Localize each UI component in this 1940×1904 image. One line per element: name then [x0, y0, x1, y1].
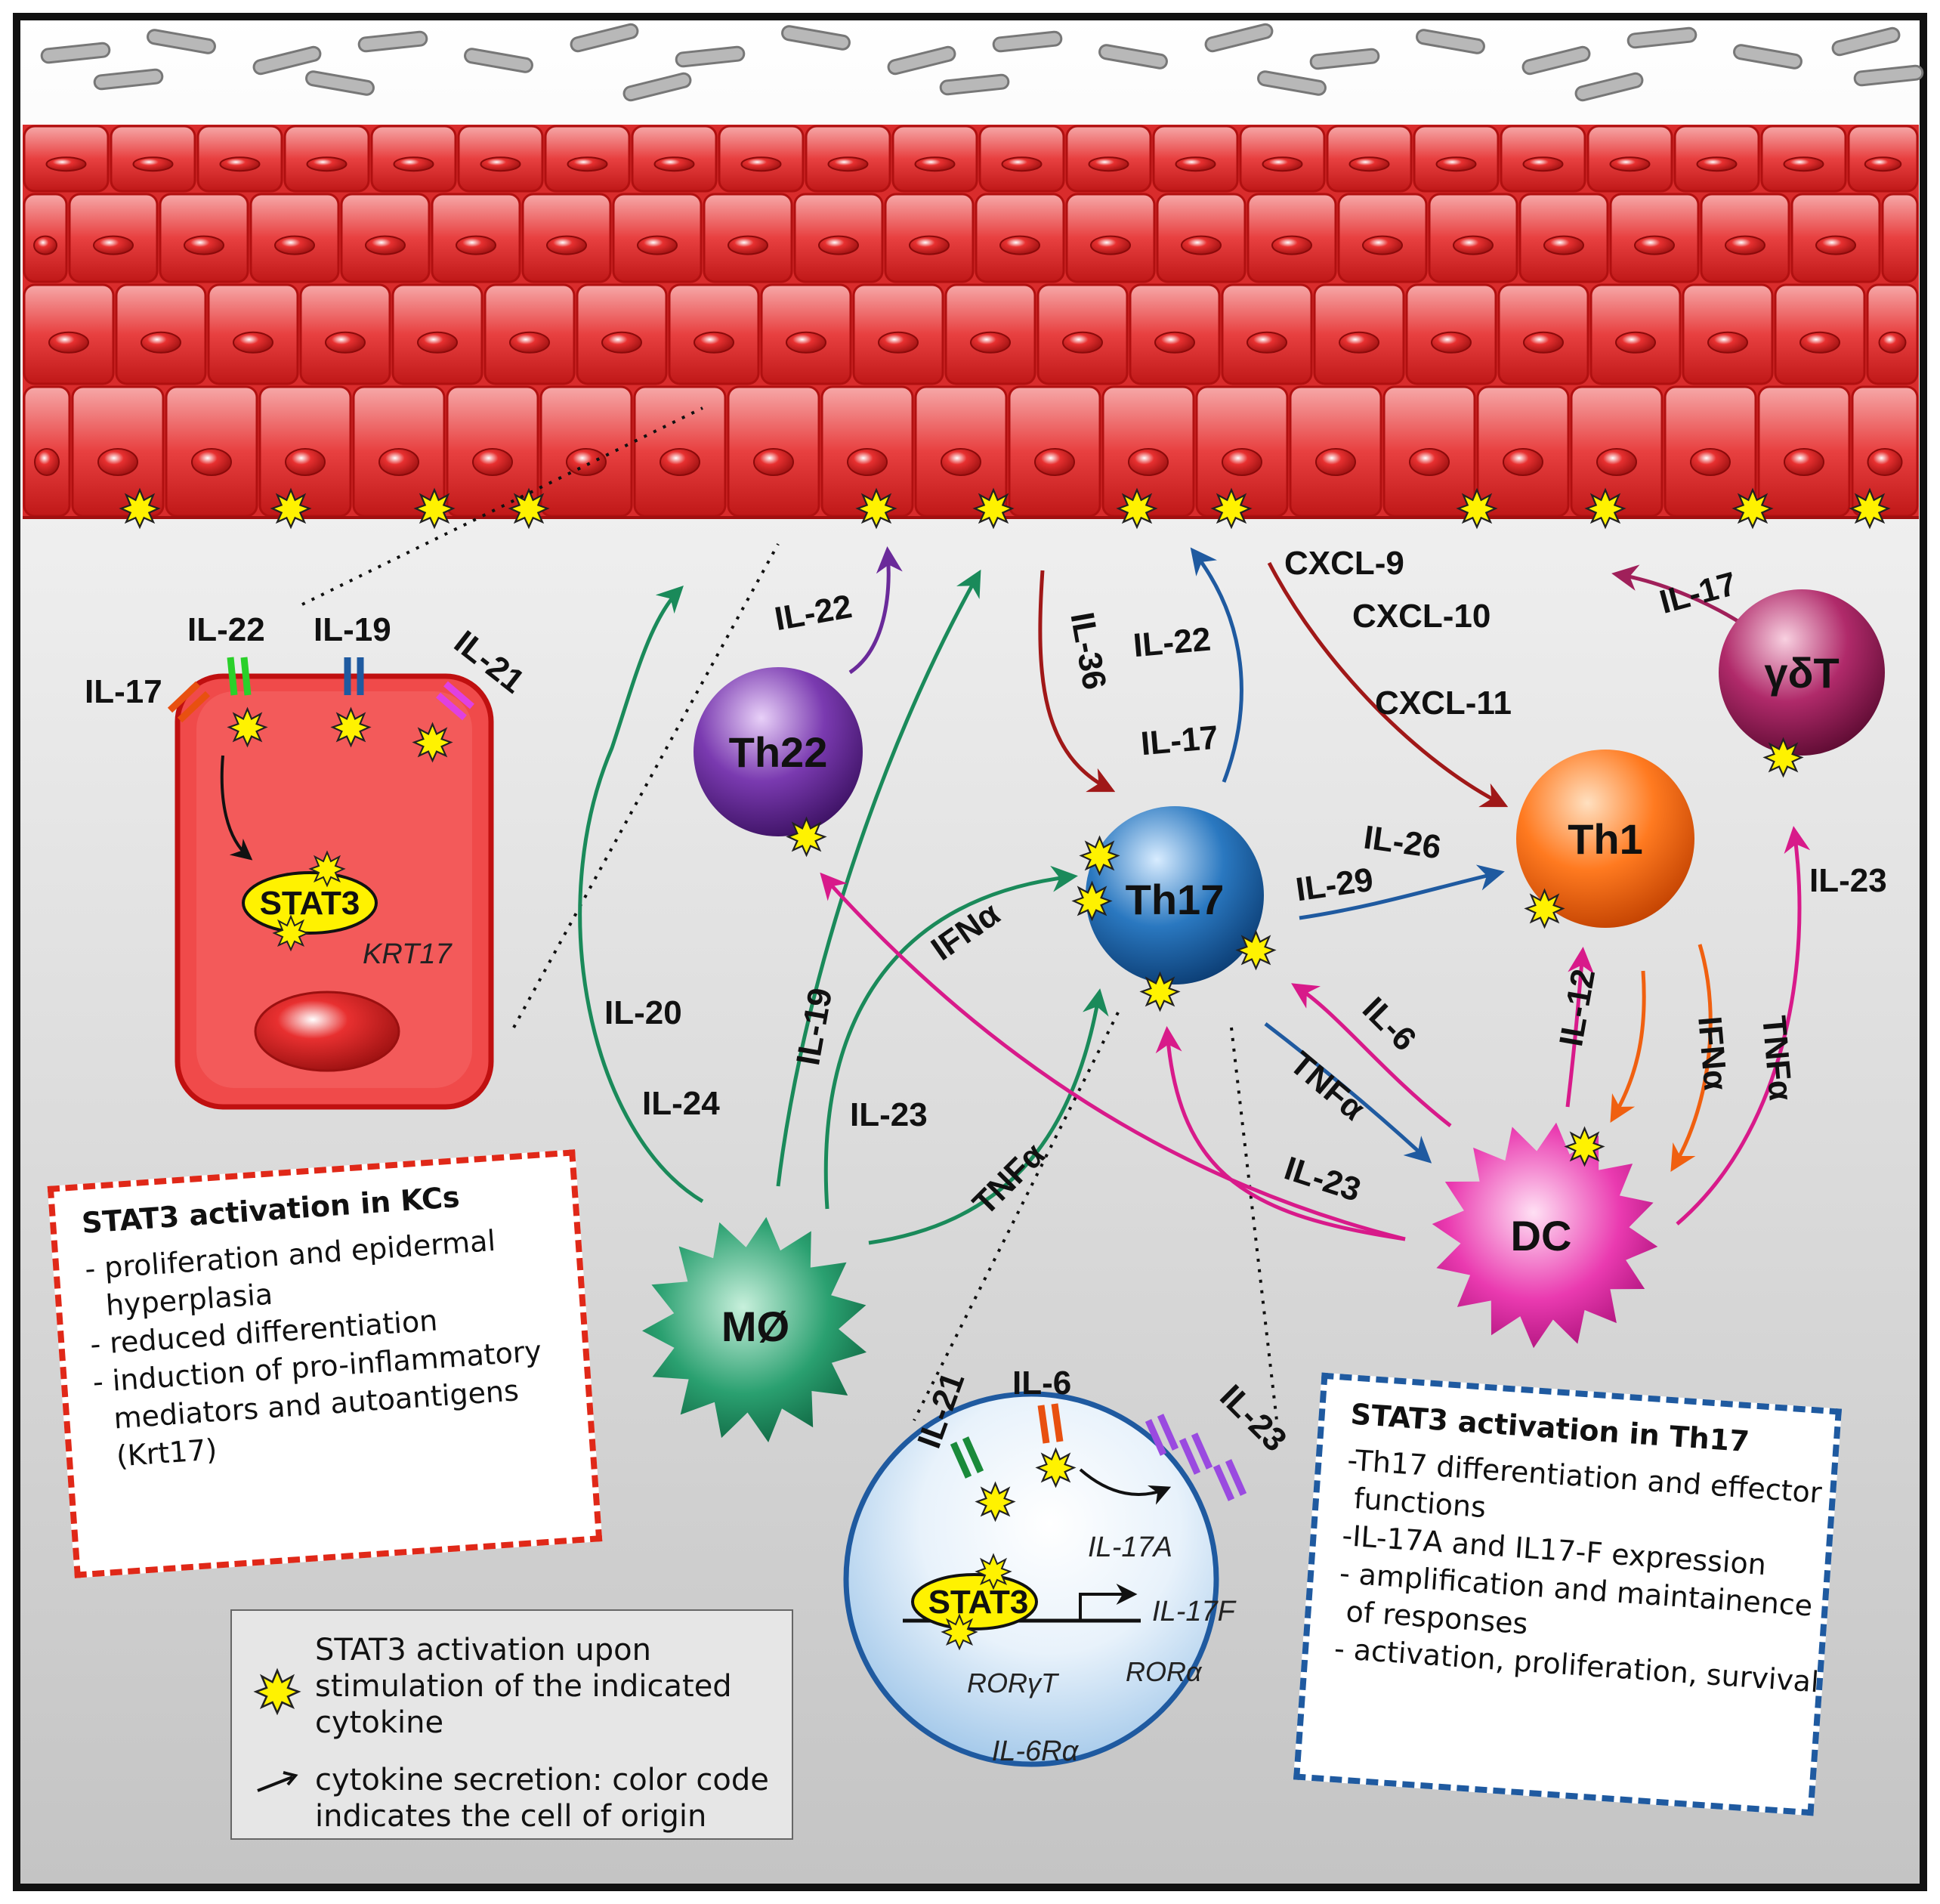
- krt17-label: KRT17: [363, 938, 453, 970]
- label-il17-th17: IL-17: [1139, 719, 1220, 762]
- kc-receptor-label: IL-22: [187, 611, 265, 648]
- label-cxcl9: CXCL-9: [1284, 545, 1404, 582]
- rorgt-label: RORγT: [967, 1668, 1060, 1698]
- cytokine-arrows: [578, 546, 1811, 1245]
- keratinocyte-detail: IL-17 IL-22 IL-19 IL-21 STAT3 KRT17: [85, 611, 531, 1110]
- kc-stat3-box: STAT3 activation in KCs - proliferation …: [47, 1149, 603, 1578]
- macrophage-label: MØ: [721, 1303, 789, 1350]
- kc-nucleus: [254, 991, 400, 1072]
- kc-receptor-label: IL-17: [85, 673, 162, 710]
- th17-receptor-label: IL-6: [1012, 1365, 1071, 1402]
- label-cxcl11: CXCL-11: [1375, 685, 1512, 722]
- il6ra-label: IL-6Rα: [992, 1736, 1080, 1767]
- th22-label: Th22: [729, 728, 828, 776]
- gdt-label: γδT: [1764, 649, 1839, 697]
- label-il24: IL-24: [642, 1085, 720, 1122]
- cell-macrophage: MØ: [642, 1216, 867, 1442]
- legend-star-text: STAT3 activation upon stimulation of the…: [315, 1633, 732, 1740]
- th17-label: Th17: [1126, 876, 1225, 923]
- th17-stat3-box: STAT3 activation in Th17 -Th17 different…: [1293, 1372, 1842, 1816]
- th17-stat3: [911, 1573, 1038, 1630]
- cell-th22: Th22: [694, 667, 863, 856]
- label-il22-th17: IL-22: [1132, 620, 1212, 664]
- cell-th17: Th17: [1073, 806, 1275, 1011]
- th17-stat3-label: STAT3: [928, 1584, 1029, 1621]
- stratum-corneum-flakes: [40, 23, 1924, 102]
- label-cxcl10: CXCL-10: [1352, 598, 1491, 635]
- legend: STAT3 activation upon stimulation of the…: [230, 1609, 793, 1840]
- zoom-lines: [301, 406, 1278, 1421]
- label-tnfa-dc: TNFα: [1755, 1014, 1799, 1102]
- epidermis-layer: [23, 125, 1919, 519]
- label-il20: IL-20: [604, 994, 682, 1031]
- label-il23-gdt: IL-23: [1809, 862, 1887, 899]
- cell-dendritic: DC: [1432, 1122, 1658, 1349]
- dc-label: DC: [1511, 1212, 1572, 1260]
- kc-stat3: [242, 871, 378, 935]
- cell-th1: Th1: [1516, 750, 1694, 928]
- legend-arrow-text: cytokine secretion: color code indicates…: [315, 1763, 769, 1834]
- rora-label: RORα: [1126, 1656, 1203, 1687]
- legend-arrow-icon: [257, 1771, 298, 1792]
- kc-receptor-label: IL-19: [314, 611, 391, 648]
- legend-star-icon: [253, 1668, 301, 1716]
- kc-stat3-label: STAT3: [260, 885, 360, 922]
- label-ifna-dc: IFNα: [1691, 1015, 1734, 1092]
- il17f-label: IL-17F: [1152, 1596, 1237, 1627]
- label-il23-mac: IL-23: [850, 1096, 928, 1133]
- th1-label: Th1: [1568, 815, 1643, 863]
- cell-gamma-delta-t: γδT: [1719, 589, 1885, 777]
- il17a-label: IL-17A: [1088, 1532, 1172, 1563]
